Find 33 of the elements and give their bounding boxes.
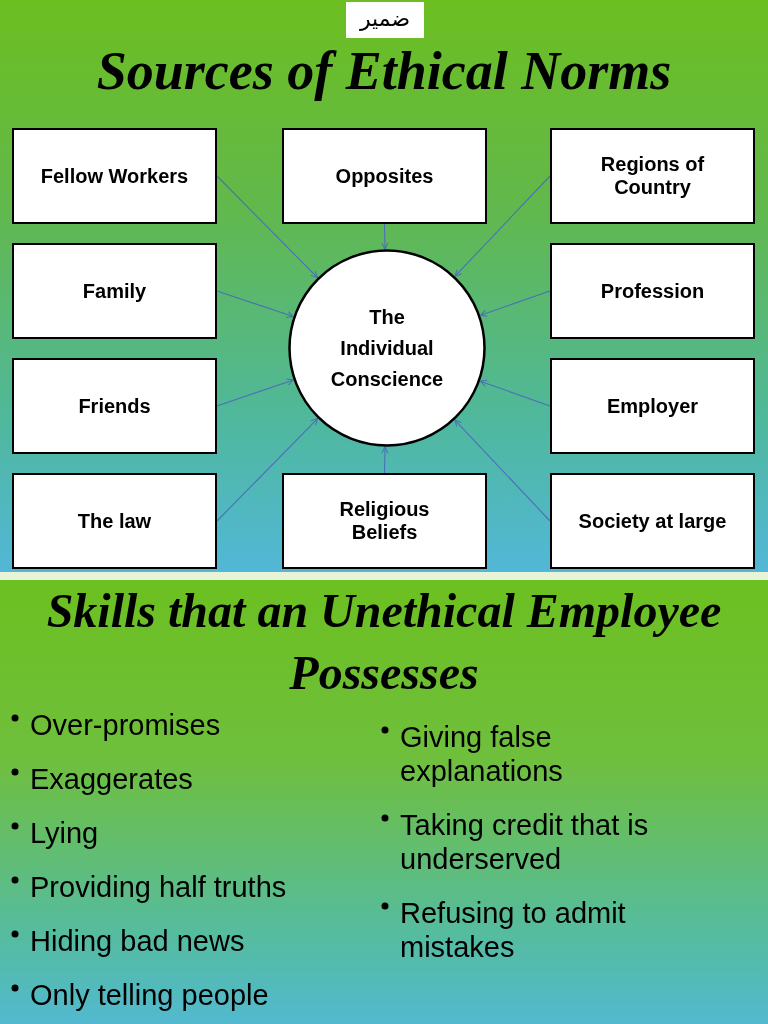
source-box: Society at large (550, 473, 755, 569)
arrow (216, 418, 319, 522)
bullet-item: Hiding bad news (30, 925, 245, 957)
bullet-item: Refusing to admit mistakes (400, 897, 626, 963)
arrow (381, 446, 389, 474)
bullet-item: Over-promises (30, 709, 221, 741)
source-box: Fellow Workers (12, 128, 217, 224)
source-box: Employer (550, 358, 755, 454)
arrow (216, 378, 294, 407)
slide-title: Skills that an Unethical Employee Possesses (45, 583, 723, 701)
conscience-circle: The Individual Conscience (288, 249, 486, 447)
bullet-item: Only telling people (30, 979, 269, 1011)
bullet-item: Giving false explanations (400, 721, 563, 787)
source-box: Opposites (282, 128, 487, 224)
source-box: The law (12, 473, 217, 569)
word-label: ضمير (346, 2, 424, 38)
arrow (454, 175, 551, 277)
arrow (216, 290, 294, 318)
source-box: Regions of Country (550, 128, 755, 224)
bullet-item: Lying (30, 817, 99, 849)
slide-title: Sources of Ethical Norms (95, 40, 673, 103)
source-box: Friends (12, 358, 217, 454)
bullet-item: Taking credit that is underserved (400, 809, 649, 875)
arrow (216, 175, 318, 279)
source-box: Profession (550, 243, 755, 339)
bullet-item: Providing half truths (30, 871, 287, 903)
bullet-item: Exaggerates (30, 763, 193, 795)
arrow (479, 379, 551, 407)
arrow (479, 290, 551, 317)
source-box: Religious Beliefs (282, 473, 487, 569)
arrow (454, 419, 551, 522)
source-box: Family (12, 243, 217, 339)
arrow (381, 223, 389, 250)
